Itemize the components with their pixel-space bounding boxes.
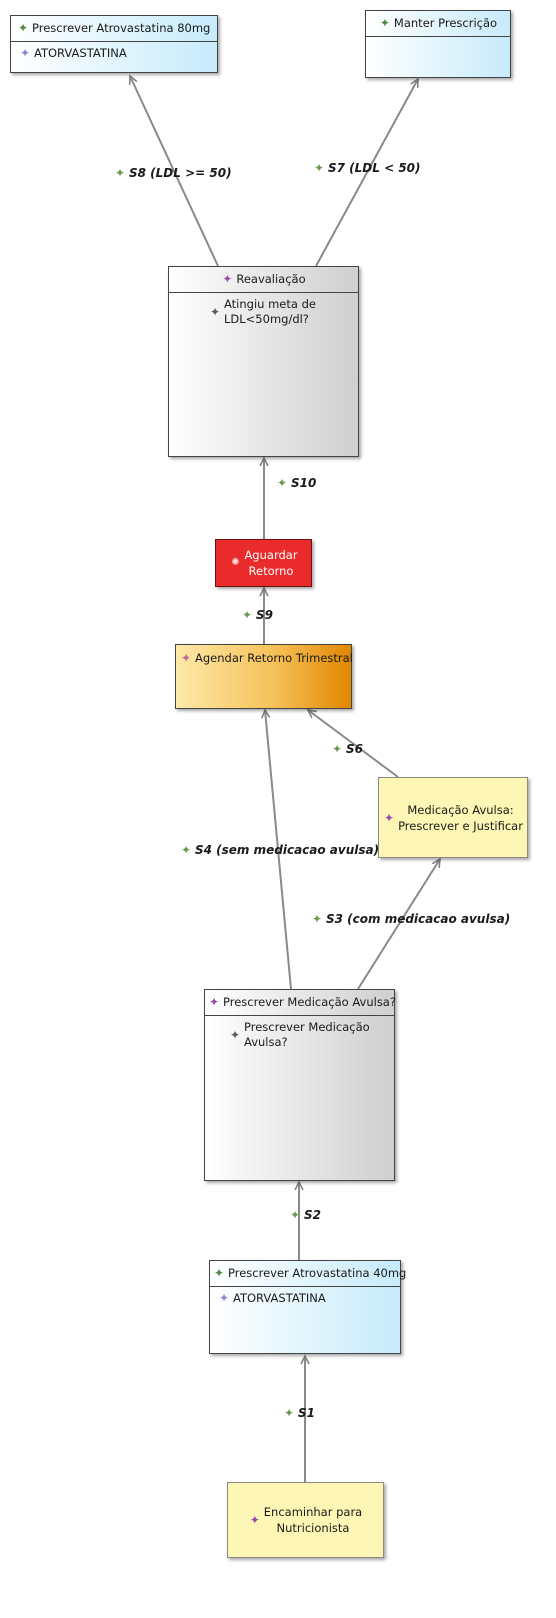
node-item-row: ✦ATORVASTATINA [11,42,217,60]
green-star-icon: ✦ [331,742,343,756]
node-encaminhar-nutricionista[interactable]: ✦ Encaminhar para Nutricionista [227,1482,384,1558]
edge-label-text: S4 (sem medicacao avulsa) [195,843,380,857]
node-title: Reavaliação [236,272,306,286]
green-star-icon: ✦ [276,476,288,490]
green-star-icon: ✦ [283,1406,295,1420]
node-title: Medicação Avulsa: Prescrever e Justifica… [398,802,523,833]
node-title: Prescrever Medicação Avulsa? [223,995,396,1009]
node-item: ATORVASTATINA [34,46,127,60]
purple-star-icon: ✦ [384,810,395,825]
node-title: Agendar Retorno Trimestral [195,651,353,665]
edge-label-text: S7 (LDL < 50) [328,161,421,175]
node-title: Aguardar Retorno [244,548,298,578]
node-header: ✦Manter Prescrição [366,11,510,37]
node-manter-prescricao[interactable]: ✦Manter Prescrição [365,10,511,78]
purple-star-icon: ✦ [208,995,220,1009]
edge-label-text: S6 [346,742,363,756]
edge-label-text: S10 [291,476,317,490]
edge-s7-line [315,79,419,267]
green-star-icon: ✦ [311,912,323,926]
edge-label-s2[interactable]: ✦S2 [289,1208,321,1222]
node-aguardar-retorno[interactable]: ✺ Aguardar Retorno [215,539,312,587]
green-star-icon: ✦ [114,166,126,180]
green-star-icon: ✦ [289,1208,301,1222]
green-star-icon: ✦ [180,843,192,857]
node-header: ✦Agendar Retorno Trimestral [176,645,353,665]
node-condition: Prescrever Medicação Avulsa? [244,1020,370,1049]
node-agendar-retorno-trimestral[interactable]: ✦Agendar Retorno Trimestral [175,644,353,709]
condition-row: ✦ Prescrever Medicação Avulsa? [229,1020,370,1050]
node-header: ✦Prescrever Atrovastatina 80mg [11,16,217,42]
edge-s6-line [308,710,399,778]
edge-label-s3[interactable]: ✦S3 (com medicacao avulsa) [311,912,510,926]
node-prescrever-atorvastatina-80mg[interactable]: ✦Prescrever Atrovastatina 80mg ✦ATORVAST… [10,15,218,73]
sun-icon: ✺ [231,557,240,568]
edge-label-text: S3 (com medicacao avulsa) [326,912,511,926]
purple-star-icon: ✦ [222,272,233,286]
node-medicacao-avulsa-justificar[interactable]: ✦ Medicação Avulsa: Prescrever e Justifi… [378,777,528,858]
node-title: Prescrever Atrovastatina 40mg [228,1266,407,1280]
edge-label-s9[interactable]: ✦S9 [241,608,273,622]
node-reavaliacao[interactable]: ✦Reavaliação ✦ Atingiu meta de LDL<50mg/… [168,266,359,457]
edge-label-text: S9 [256,608,273,622]
green-star-icon: ✦ [213,1266,225,1280]
edge-s8-line [130,76,219,267]
edge-label-text: S2 [304,1208,321,1222]
edge-s3-line [357,859,440,990]
node-item: ATORVASTATINA [233,1291,326,1305]
dark-star-icon: ✦ [209,305,221,319]
green-star-icon: ✦ [379,16,390,30]
green-star-icon: ✦ [241,608,253,622]
condition-row: ✦ Atingiu meta de LDL<50mg/dl? [209,297,316,327]
node-condition: Atingiu meta de LDL<50mg/dl? [224,297,316,326]
purple-star-icon: ✦ [249,1513,260,1527]
node-header: ✦Prescrever Atrovastatina 40mg [210,1261,406,1287]
edge-label-s1[interactable]: ✦S1 [283,1406,315,1420]
node-prescrever-medicacao-avulsa[interactable]: ✦Prescrever Medicação Avulsa? ✦ Prescrev… [204,989,396,1181]
node-title: Manter Prescrição [393,16,498,30]
node-title: Encaminhar para Nutricionista [263,1505,363,1535]
node-header: ✦Reavaliação [169,267,358,293]
edge-label-s6[interactable]: ✦S6 [331,742,363,756]
edge-label-s10[interactable]: ✦S10 [276,476,316,490]
pink-star-icon: ✦ [180,651,192,665]
edge-s4-line [265,710,292,990]
green-star-icon: ✦ [313,161,325,175]
lavender-star-icon: ✦ [218,1291,230,1305]
dark-star-icon: ✦ [229,1028,241,1042]
node-prescrever-atorvastatina-40mg[interactable]: ✦Prescrever Atrovastatina 40mg ✦ATORVAST… [209,1260,406,1354]
edge-label-s7[interactable]: ✦S7 (LDL < 50) [313,161,421,175]
edge-label-text: S8 (LDL >= 50) [129,166,232,180]
node-item-row: ✦ATORVASTATINA [210,1287,400,1305]
node-header: ✦Prescrever Medicação Avulsa? [205,990,396,1016]
edge-label-text: S1 [298,1406,315,1420]
edge-label-s4[interactable]: ✦S4 (sem medicacao avulsa) [180,843,379,857]
edge-label-s8[interactable]: ✦S8 (LDL >= 50) [114,166,232,180]
node-title: Prescrever Atrovastatina 80mg [32,21,211,35]
green-star-icon: ✦ [17,21,29,35]
lavender-star-icon: ✦ [19,46,31,60]
